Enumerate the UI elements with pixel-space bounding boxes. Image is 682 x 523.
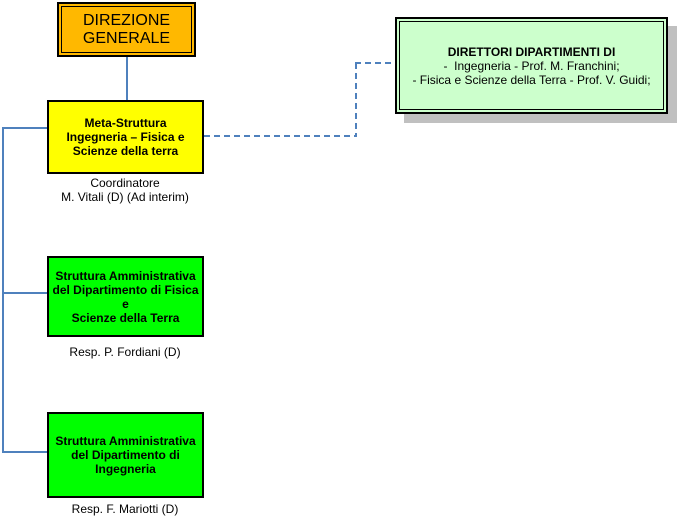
meta-struttura-title: Meta-Struttura Ingegneria – Fisica e Sci… (66, 116, 185, 158)
struttura-fisica-resp-label: Resp. P. Fordiani (D) (69, 345, 181, 359)
struttura-ingegneria-title: Struttura Amministrativa del Dipartiment… (55, 434, 196, 476)
connector-left-to-meta (2, 127, 47, 129)
node-direttori-dipartimenti: DIRETTORI DIPARTIMENTI DI - Ingegneria -… (395, 17, 668, 114)
connector-left-to-fisica (2, 292, 47, 294)
node-direzione-generale: DIREZIONE GENERALE (57, 2, 196, 57)
dashed-connector-vertical (355, 63, 357, 137)
struttura-ingegneria-resp-label: Resp. F. Mariotti (D) (71, 502, 179, 516)
node-struttura-ingegneria: Struttura Amministrativa del Dipartiment… (47, 412, 204, 498)
direttori-title: DIRETTORI DIPARTIMENTI DI (447, 44, 616, 59)
connector-left-to-ingegneria (2, 451, 47, 453)
struttura-fisica-title: Struttura Amministrativa del Dipartiment… (52, 268, 199, 325)
node-direzione-generale-inner: DIREZIONE GENERALE (61, 6, 192, 53)
direzione-generale-title: DIREZIONE GENERALE (82, 11, 171, 47)
node-direttori-dipartimenti-inner: DIRETTORI DIPARTIMENTI DI - Ingegneria -… (399, 21, 664, 110)
direttori-item-fisica: - Fisica e Scienze della Terra - Prof. V… (412, 72, 651, 87)
meta-struttura-coordinator-label: Coordinatore M. Vitali (D) (Ad interim) (61, 176, 189, 204)
dashed-connector-to-direttori (355, 62, 395, 64)
dashed-connector-meta-horizontal (204, 135, 356, 137)
node-meta-struttura: Meta-Struttura Ingegneria – Fisica e Sci… (47, 100, 204, 174)
node-struttura-fisica: Struttura Amministrativa del Dipartiment… (47, 256, 204, 337)
direttori-item-ingegneria: - Ingegneria - Prof. M. Franchini; (443, 58, 620, 73)
connector-direzione-to-meta (126, 57, 128, 100)
connector-left-trunk (2, 127, 4, 453)
